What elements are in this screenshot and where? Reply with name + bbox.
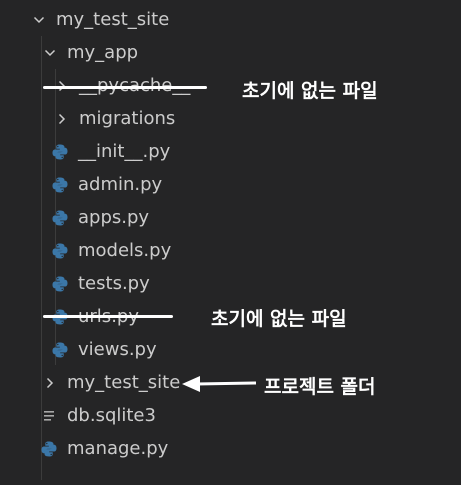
tree-item-label: migrations (79, 108, 176, 129)
tree-item-label: my_app (67, 42, 139, 63)
strikethrough-line-urls (43, 315, 173, 318)
python-icon (51, 143, 69, 161)
tree-item-label: my_test_site (67, 372, 181, 393)
tree-item-label: __pycache__ (79, 75, 190, 96)
tree-item-db-sqlite3[interactable]: db.sqlite3 (0, 399, 461, 432)
tree-item-label: tests.py (78, 273, 150, 294)
chevron-right-icon[interactable] (44, 377, 56, 389)
annotation-not-initial-urls: 초기에 없는 파일 (211, 308, 347, 330)
python-icon (40, 440, 58, 458)
tree-item-admin-py[interactable]: admin.py (0, 168, 461, 201)
tree-item-manage-py[interactable]: manage.py (0, 432, 461, 465)
strikethrough-line-pycache (43, 86, 207, 89)
chevron-down-icon[interactable] (44, 47, 56, 59)
python-icon (51, 341, 69, 359)
python-icon (51, 209, 69, 227)
tree-item-migrations[interactable]: migrations (0, 102, 461, 135)
tree-item-apps-py[interactable]: apps.py (0, 201, 461, 234)
arrow-left-icon (182, 376, 257, 392)
indent-guide-root (41, 36, 42, 480)
tree-item-label: apps.py (78, 207, 150, 228)
chevron-right-icon[interactable] (56, 113, 68, 125)
python-icon (51, 242, 69, 260)
annotation-project-folder: 프로젝트 폴더 (264, 376, 376, 398)
tree-item-label: my_test_site (56, 9, 170, 30)
tree-item-my-test-site-root[interactable]: my_test_site (0, 3, 461, 36)
tree-item-views-py[interactable]: views.py (0, 333, 461, 366)
annotation-not-initial-pycache: 초기에 없는 파일 (242, 80, 378, 102)
text-file-icon (40, 407, 58, 425)
python-icon (51, 176, 69, 194)
tree-item-label: models.py (78, 240, 172, 261)
tree-item-label: __init__.py (78, 141, 171, 162)
tree-item-my-app[interactable]: my_app (0, 36, 461, 69)
tree-item-my-test-site-project[interactable]: my_test_site (0, 366, 461, 399)
tree-item-models-py[interactable]: models.py (0, 234, 461, 267)
tree-item-label: views.py (78, 339, 157, 360)
tree-item-init-py[interactable]: __init__.py (0, 135, 461, 168)
chevron-down-icon[interactable] (33, 14, 45, 26)
python-icon (51, 275, 69, 293)
tree-item-label: manage.py (67, 438, 169, 459)
tree-item-label: db.sqlite3 (67, 405, 156, 426)
tree-item-label: admin.py (78, 174, 163, 195)
tree-item-tests-py[interactable]: tests.py (0, 267, 461, 300)
